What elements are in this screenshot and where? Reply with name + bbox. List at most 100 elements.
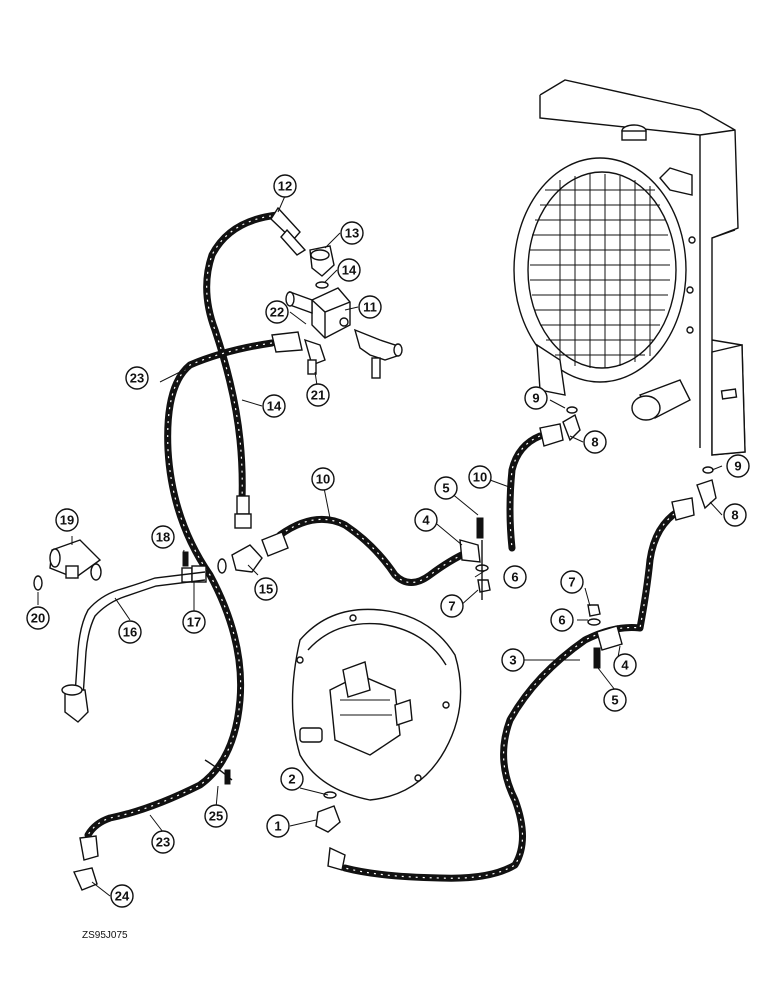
hose-10a bbox=[276, 515, 472, 586]
callout: 1 bbox=[266, 814, 290, 838]
svg-text:23: 23 bbox=[156, 835, 170, 850]
callout: 3 bbox=[501, 648, 525, 672]
tube-16 bbox=[73, 571, 206, 711]
hose-10-fitting bbox=[539, 423, 564, 447]
svg-text:8: 8 bbox=[591, 435, 598, 450]
o-ring-9a bbox=[566, 406, 578, 414]
callout: 10 bbox=[311, 467, 335, 491]
callout: 10 bbox=[468, 465, 492, 489]
elbow-8b bbox=[696, 479, 717, 510]
svg-text:16: 16 bbox=[123, 625, 137, 640]
hose-23-fitting-bottom bbox=[79, 835, 99, 861]
mounting-bracket bbox=[711, 344, 746, 456]
o-ring-20 bbox=[33, 575, 43, 591]
callout: 6 bbox=[550, 608, 574, 632]
svg-text:7: 7 bbox=[448, 599, 455, 614]
washer-6b bbox=[587, 618, 601, 626]
callout: 22 bbox=[265, 300, 289, 324]
svg-text:9: 9 bbox=[734, 459, 741, 474]
callout: 5 bbox=[603, 688, 627, 712]
svg-text:8: 8 bbox=[731, 508, 738, 523]
hose-3 bbox=[341, 506, 684, 882]
callout: 7 bbox=[440, 594, 464, 618]
fittings bbox=[33, 206, 717, 891]
svg-text:13: 13 bbox=[345, 226, 359, 241]
tee-fitting-15 bbox=[231, 544, 263, 573]
hose-3-fitting bbox=[671, 497, 695, 521]
elbow-fitting-1 bbox=[315, 805, 341, 833]
svg-text:25: 25 bbox=[209, 809, 223, 824]
callout: 6 bbox=[503, 565, 527, 589]
clamp-4a bbox=[459, 539, 481, 563]
callout: 7 bbox=[560, 570, 584, 594]
svg-text:2: 2 bbox=[288, 772, 295, 787]
transmission-housing bbox=[291, 608, 462, 801]
callout: 23 bbox=[125, 366, 149, 390]
callout: 2 bbox=[280, 767, 304, 791]
svg-text:10: 10 bbox=[316, 472, 330, 487]
valve-19 bbox=[49, 539, 102, 579]
callout: 17 bbox=[182, 610, 206, 634]
callout: 18 bbox=[151, 525, 175, 549]
callout: 14 bbox=[262, 394, 286, 418]
svg-text:7: 7 bbox=[568, 575, 575, 590]
svg-text:24: 24 bbox=[115, 889, 130, 904]
callout: 21 bbox=[306, 383, 330, 407]
svg-text:14: 14 bbox=[267, 399, 282, 414]
svg-text:11: 11 bbox=[363, 300, 377, 315]
svg-text:23: 23 bbox=[130, 371, 144, 386]
svg-text:4: 4 bbox=[621, 658, 629, 673]
bolt-18 bbox=[182, 551, 189, 567]
svg-text:6: 6 bbox=[511, 570, 518, 585]
svg-text:20: 20 bbox=[31, 611, 45, 626]
svg-text:19: 19 bbox=[60, 513, 74, 528]
svg-text:10: 10 bbox=[473, 470, 487, 485]
hose-3-fitting-bottom bbox=[327, 846, 346, 871]
callout: 23 bbox=[151, 830, 175, 854]
callout: 5 bbox=[434, 476, 458, 500]
callout: 15 bbox=[254, 577, 278, 601]
svg-text:9: 9 bbox=[532, 391, 539, 406]
callouts: 12 13 14 11 22 21 23 14 10 10 5 4 6 7 9 … bbox=[26, 174, 750, 908]
nut-7a bbox=[477, 579, 491, 593]
svg-text:5: 5 bbox=[611, 693, 618, 708]
callout: 14 bbox=[337, 258, 361, 282]
svg-text:12: 12 bbox=[278, 179, 292, 194]
leader-lines bbox=[37, 195, 723, 897]
hose-23 bbox=[84, 339, 276, 839]
valve-block-11 bbox=[311, 287, 351, 339]
svg-text:5: 5 bbox=[442, 481, 449, 496]
fitting-21 bbox=[303, 338, 326, 366]
callout: 4 bbox=[613, 653, 637, 677]
svg-text:6: 6 bbox=[558, 613, 565, 628]
fan-shroud bbox=[513, 157, 687, 383]
svg-text:1: 1 bbox=[274, 819, 281, 834]
o-ring-9b bbox=[702, 466, 714, 474]
callout: 24 bbox=[110, 884, 134, 908]
hose-23-fitting-top bbox=[271, 331, 303, 353]
clamp-4b bbox=[596, 625, 623, 651]
radiator-core bbox=[530, 174, 670, 368]
callout: 20 bbox=[26, 606, 50, 630]
bolt-5a bbox=[476, 517, 484, 539]
svg-text:15: 15 bbox=[259, 582, 273, 597]
callout: 11 bbox=[358, 295, 382, 319]
svg-text:18: 18 bbox=[156, 530, 170, 545]
nut-7b bbox=[587, 604, 601, 617]
callout: 4 bbox=[414, 508, 438, 532]
elbow-fitting-24 bbox=[73, 867, 98, 891]
callout: 8 bbox=[583, 430, 607, 454]
o-ring-2 bbox=[323, 791, 337, 799]
callout: 25 bbox=[204, 804, 228, 828]
callout: 13 bbox=[340, 221, 364, 245]
callout: 8 bbox=[723, 503, 747, 527]
drawing-code: ZS95J075 bbox=[82, 930, 128, 941]
callout: 16 bbox=[118, 620, 142, 644]
hose-14-fitting-bottom bbox=[236, 495, 250, 515]
svg-text:3: 3 bbox=[509, 653, 516, 668]
callout: 19 bbox=[55, 508, 79, 532]
svg-text:14: 14 bbox=[342, 263, 357, 278]
o-ring-13 bbox=[315, 281, 329, 289]
callout: 9 bbox=[524, 386, 548, 410]
